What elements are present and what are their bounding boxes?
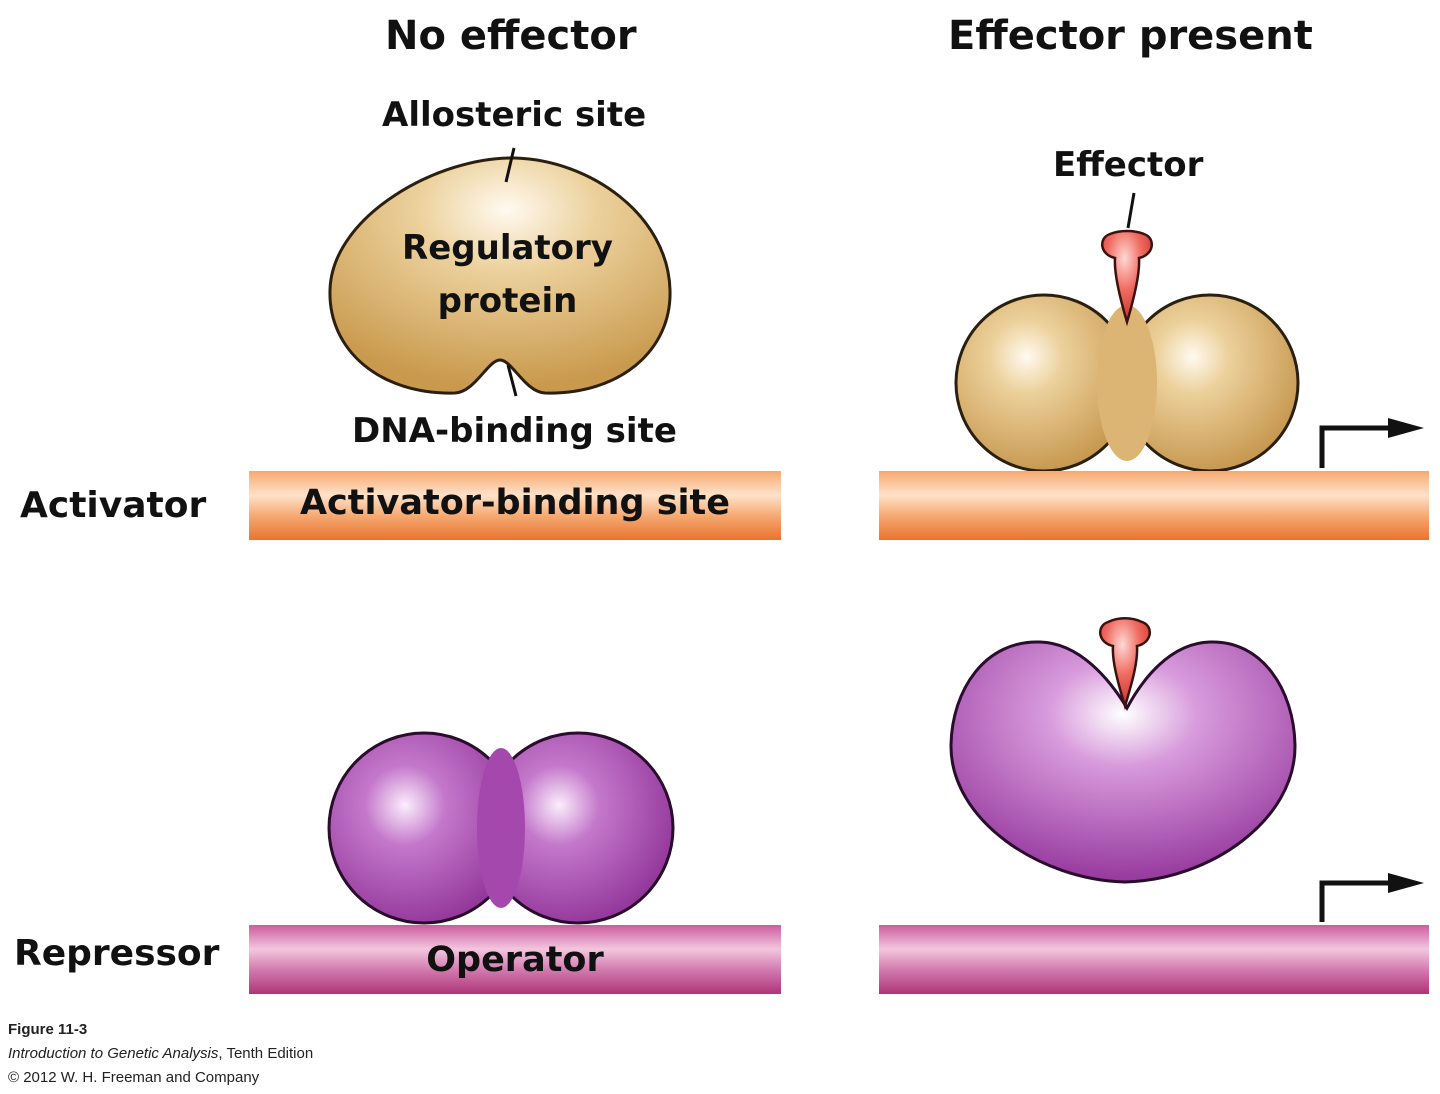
book-edition: , Tenth Edition: [218, 1045, 314, 1062]
effector-label: Effector: [1053, 145, 1204, 185]
copyright: © 2012 W. H. Freeman and Company: [8, 1069, 260, 1086]
operator-label: Operator: [426, 940, 604, 980]
dna-binding-site-label: DNA-binding site: [352, 411, 677, 451]
activator-dimer-with-effector: [954, 293, 1300, 473]
effector-pointer: [1126, 192, 1136, 229]
book-title: Introduction to Genetic Analysis: [8, 1045, 219, 1062]
regulatory-protein-label-line2: protein: [437, 280, 578, 321]
figure-number: Figure 11-3: [8, 1021, 88, 1038]
allosteric-site-pointer: [504, 147, 516, 183]
transcription-arrow-icon-bottom: [1319, 873, 1424, 922]
repressor-dimer: [327, 731, 675, 925]
activator-binding-site-bar: [249, 471, 781, 540]
column-title-effector-present: Effector present: [948, 13, 1313, 59]
regulatory-protein-label-line1: Regulatory: [402, 228, 613, 268]
repressor-with-effector-shape: [949, 640, 1297, 884]
transcription-arrow-icon-top: [1319, 418, 1424, 468]
regulatory-protein-label: Regulatory protein: [380, 222, 635, 327]
book-citation: Introduction to Genetic Analysis, Tenth …: [8, 1046, 313, 1061]
regulatory-protein-shape: [328, 156, 672, 395]
operator-bar: [249, 925, 781, 994]
dna-binding-site-pointer: [506, 364, 518, 397]
column-title-no-effector: No effector: [385, 13, 637, 59]
effector-bottom: [1099, 617, 1151, 711]
activator-dna-bar-right: [879, 471, 1429, 540]
effector-top: [1101, 229, 1153, 327]
row-label-activator: Activator: [20, 485, 207, 526]
repressor-dna-bar-right: [879, 925, 1429, 994]
activator-binding-site-label: Activator-binding site: [299, 483, 731, 523]
allosteric-site-label: Allosteric site: [382, 95, 647, 135]
row-label-repressor: Repressor: [14, 933, 220, 974]
